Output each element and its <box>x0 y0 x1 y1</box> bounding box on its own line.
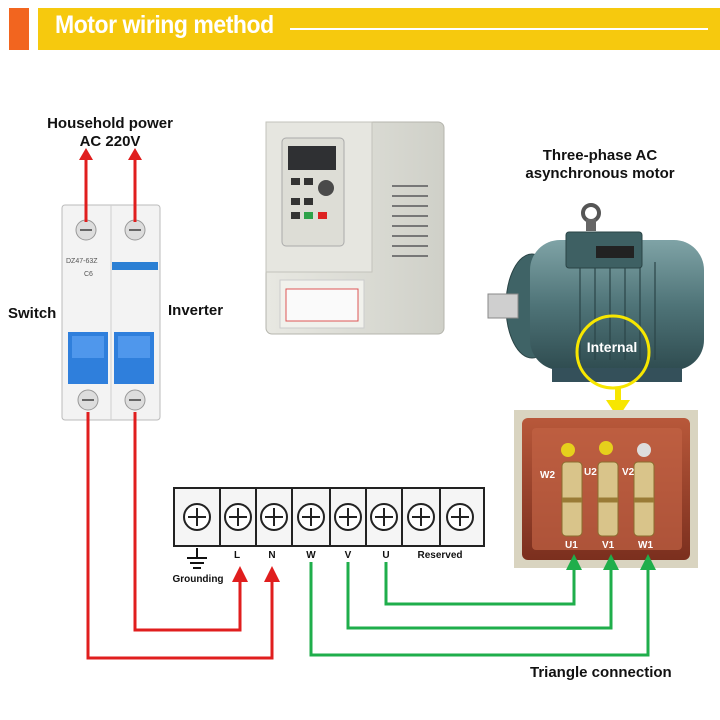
terminal-label-l: L <box>234 550 240 561</box>
inverter-label: Inverter <box>168 302 224 319</box>
terminal-u2: U2 <box>584 467 597 478</box>
power-input-wires <box>84 160 137 222</box>
grounding-label: Grounding <box>172 574 223 585</box>
triangle-connection-label: Triangle connection <box>530 664 672 681</box>
circuit-breaker: DZ47-63Z C6 <box>61 204 161 421</box>
internal-callout <box>575 314 651 390</box>
motor-label: Three-phase AC asynchronous motor <box>525 147 675 182</box>
household-power-label: Household power AC 220V <box>47 115 173 150</box>
terminal-label-v: V <box>345 550 352 561</box>
terminal-u1: U1 <box>565 540 578 551</box>
banner-title: Motor wiring method <box>55 11 274 39</box>
arrow-down-icon <box>606 400 630 418</box>
terminal-label-u: U <box>382 550 389 561</box>
inverter <box>265 121 445 335</box>
arrow-up-icon <box>128 148 142 160</box>
internal-label: Internal <box>587 339 638 355</box>
arrow-up-icon <box>566 554 582 570</box>
motor <box>487 203 704 382</box>
breaker-model: DZ47-63Z <box>66 258 98 265</box>
arrow-up-icon <box>264 566 280 582</box>
arrow-up-icon <box>640 554 656 570</box>
terminal-w2: W2 <box>540 470 555 481</box>
arrow-up-icon <box>603 554 619 570</box>
arrow-up-icon <box>79 148 93 160</box>
red-wires <box>86 412 274 660</box>
terminal-v2: V2 <box>622 467 635 478</box>
terminal-w1: W1 <box>638 540 653 551</box>
ground-icon <box>187 548 207 569</box>
breaker-rating: C6 <box>84 271 93 278</box>
motor-terminal-box: W2 U2 V2 U1 V1 W1 <box>514 410 698 568</box>
terminal-v1: V1 <box>602 540 615 551</box>
banner-rule <box>290 28 708 30</box>
terminal-block: Grounding L N W V U Reserved <box>172 487 485 585</box>
terminal-label-reserved: Reserved <box>417 550 462 561</box>
arrow-up-icon <box>232 566 248 582</box>
banner-accent <box>9 8 29 50</box>
switch-label: Switch <box>8 305 57 322</box>
green-wires <box>309 562 650 657</box>
terminal-label-n: N <box>268 550 275 561</box>
terminal-label-w: W <box>306 550 316 561</box>
